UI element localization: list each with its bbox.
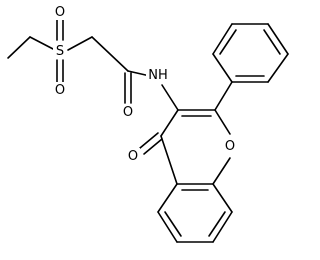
atom-label-s: S: [56, 44, 64, 59]
atom-label-o-sulfonyl-bottom: O: [55, 83, 65, 98]
bond-c7-c8: [212, 211, 233, 243]
bond-n-c3: [161, 84, 179, 111]
bond-ph2-ph3: [212, 23, 233, 55]
atom-label-o-sulfonyl-top: O: [55, 5, 65, 20]
bond-ph5-ph6: [267, 53, 289, 83]
atom-label-o-ketone: O: [128, 149, 138, 164]
bond-c5-c6-inner: [164, 211, 182, 237]
bond-ethyl-ch2-s: [29, 36, 56, 51]
bond-o1-c8a: [212, 157, 231, 185]
bond-c4-c4a: [160, 135, 178, 185]
bond-ph2-ph3-inner: [219, 29, 237, 55]
bond-c3-c4: [160, 109, 179, 137]
bond-c2-o1: [214, 109, 231, 135]
bond-c2-phenyl: [214, 81, 233, 111]
atom-label-nh: NH: [148, 68, 168, 83]
bond-ph4-ph5-inner: [263, 29, 281, 55]
bond-c4-o-b: [143, 138, 163, 155]
structure-diagram: S O O NH O O O: [7, 4, 289, 243]
bond-c7-c8-inner: [208, 211, 226, 237]
bond-ch2-carbonyl: [91, 36, 129, 72]
atom-label-o-amide: O: [123, 105, 133, 120]
bond-ph1-ph2: [212, 53, 233, 83]
bond-c4-o-a: [139, 132, 159, 149]
bond-c8-c8a: [212, 183, 233, 213]
molecule-canvas: S O O NH O O O: [7, 4, 289, 243]
bond-c5-c6: [157, 211, 178, 243]
atom-label-o-ring: O: [225, 139, 235, 154]
bond-ph4-ph5: [267, 23, 289, 55]
bond-ethyl-ch3-ch2: [7, 36, 31, 59]
bond-c4a-c5: [157, 183, 178, 213]
bond-s-ch2: [67, 36, 93, 51]
